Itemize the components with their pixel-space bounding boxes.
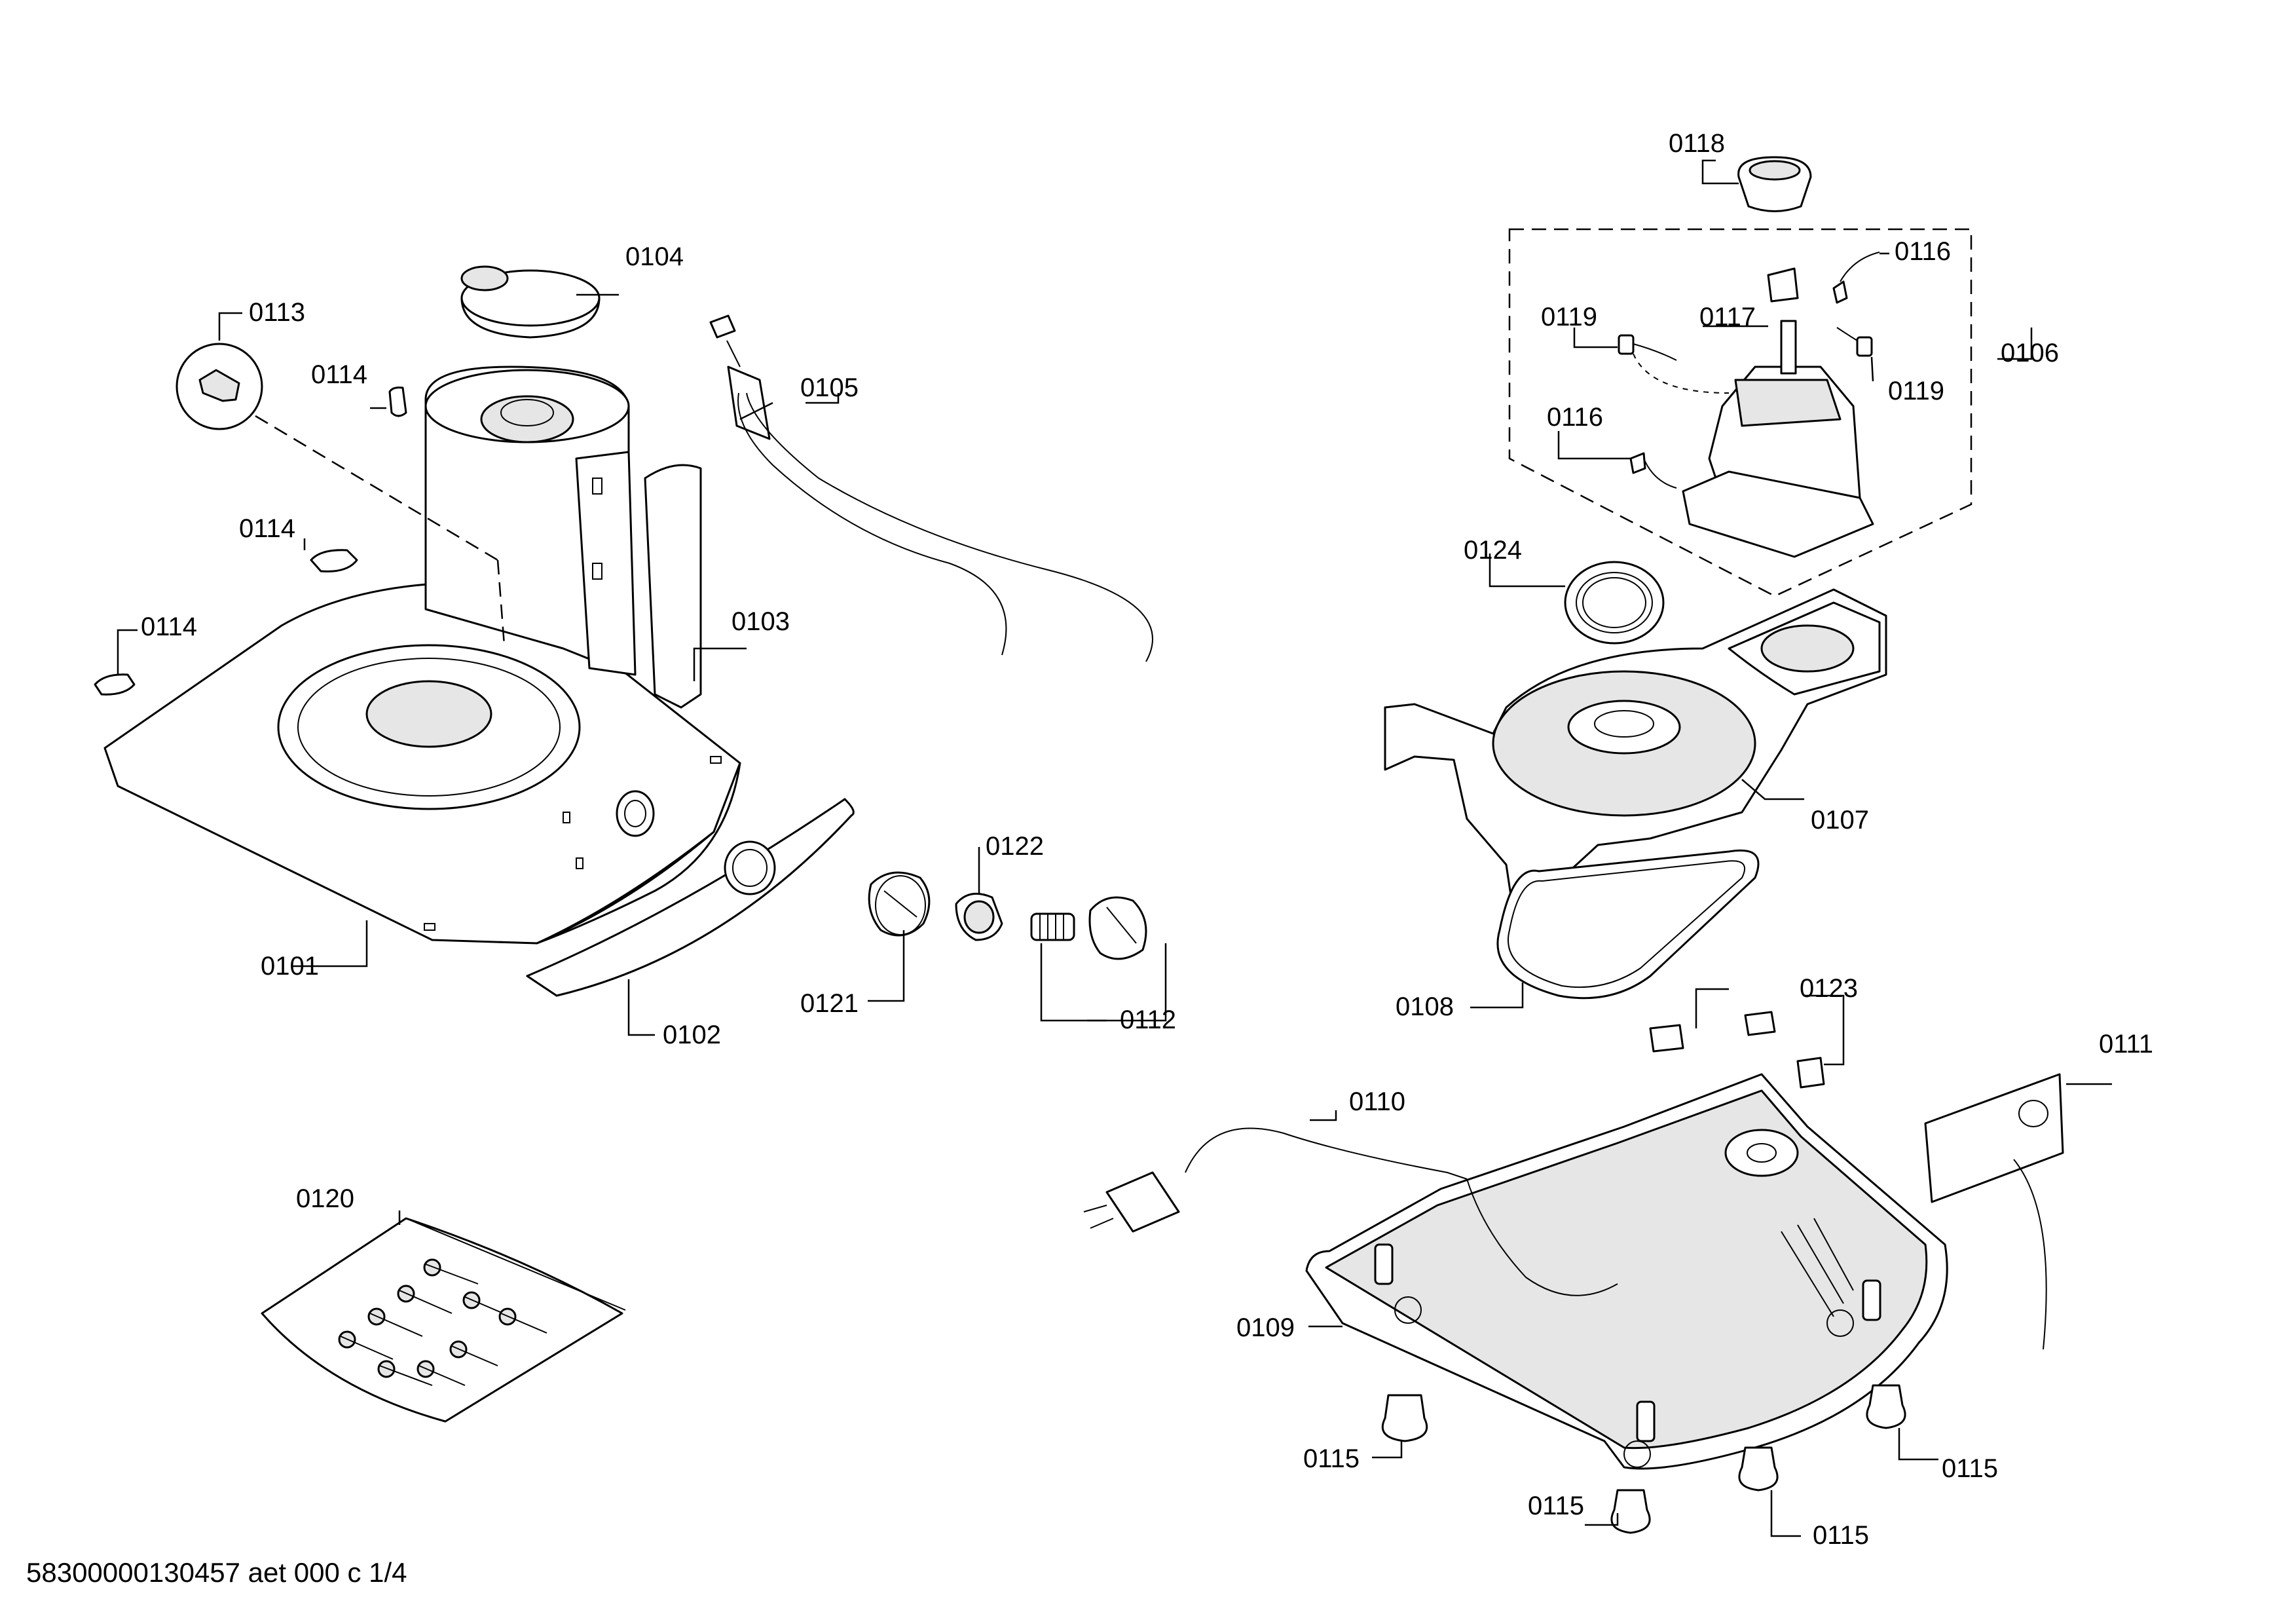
label-0122: 0122 — [986, 832, 1044, 861]
label-0116-b: 0116 — [1547, 403, 1603, 432]
label-0110: 0110 — [1349, 1087, 1405, 1116]
label-0115-a: 0115 — [1303, 1444, 1360, 1473]
part-0124-gasket — [1564, 561, 1665, 645]
label-0106: 0106 — [2001, 339, 2059, 367]
label-0115-c: 0115 — [1528, 1492, 1584, 1520]
part-0113-detail — [176, 343, 506, 646]
label-0107: 0107 — [1811, 806, 1869, 835]
label-0114-b: 0114 — [239, 514, 295, 543]
leader-lines — [117, 159, 2112, 1537]
part-0110-power-cord — [1083, 1127, 1618, 1296]
part-0114-pads — [94, 386, 407, 696]
part-0112-spring-knob — [1030, 896, 1147, 960]
part-0115-feet — [1381, 1384, 1906, 1534]
label-0103: 0103 — [731, 607, 790, 636]
part-0108-belt — [1496, 849, 1760, 1000]
label-0115-b: 0115 — [1942, 1454, 1998, 1483]
label-0118: 0118 — [1669, 129, 1725, 158]
part-0106-motor-group — [1508, 228, 1972, 597]
label-0124: 0124 — [1464, 536, 1522, 565]
label-0114-c: 0114 — [141, 612, 197, 641]
label-0101: 0101 — [261, 952, 319, 981]
screws — [338, 1258, 547, 1386]
part-0102-front-panel — [526, 798, 855, 997]
label-0112: 0112 — [1120, 1005, 1176, 1034]
label-0115-d: 0115 — [1813, 1521, 1869, 1550]
part-0104-lid — [460, 265, 601, 339]
part-labels: 0101 0102 0103 0104 0105 0106 0107 0108 … — [141, 129, 2153, 1550]
part-0111-control-panel — [1924, 1073, 2064, 1350]
label-0102: 0102 — [663, 1021, 721, 1049]
part-0121-knob-housing — [868, 871, 931, 937]
label-0119-b: 0119 — [1888, 377, 1944, 405]
drawing-code: 58300000130457 aet 000 c 1/4 — [26, 1557, 407, 1588]
part-0105-switch-cable — [709, 314, 1153, 662]
label-0117: 0117 — [1699, 303, 1756, 331]
label-0111: 0111 — [2099, 1030, 2153, 1059]
part-0103-upper-housing — [424, 366, 702, 709]
part-0123-clips — [1649, 1011, 1825, 1089]
part-0118-coupler — [1737, 156, 1812, 212]
label-0109: 0109 — [1236, 1313, 1295, 1342]
part-0120-screw-bag — [261, 1217, 626, 1423]
label-0113: 0113 — [249, 298, 305, 327]
label-0120: 0120 — [296, 1184, 354, 1213]
part-0122-knob-gear — [955, 892, 1003, 941]
label-0121: 0121 — [800, 989, 859, 1018]
label-0104: 0104 — [625, 242, 684, 271]
part-0109-base-plate — [1305, 1073, 1948, 1470]
label-0116-a: 0116 — [1895, 237, 1951, 266]
label-0123: 0123 — [1800, 974, 1858, 1003]
label-0105: 0105 — [800, 373, 859, 402]
label-0114-a: 0114 — [311, 360, 367, 389]
label-0119-a: 0119 — [1541, 303, 1597, 331]
part-0101-housing-base — [103, 581, 741, 945]
part-0107-gearbox-housing — [1384, 588, 1887, 931]
label-0108: 0108 — [1396, 992, 1454, 1021]
